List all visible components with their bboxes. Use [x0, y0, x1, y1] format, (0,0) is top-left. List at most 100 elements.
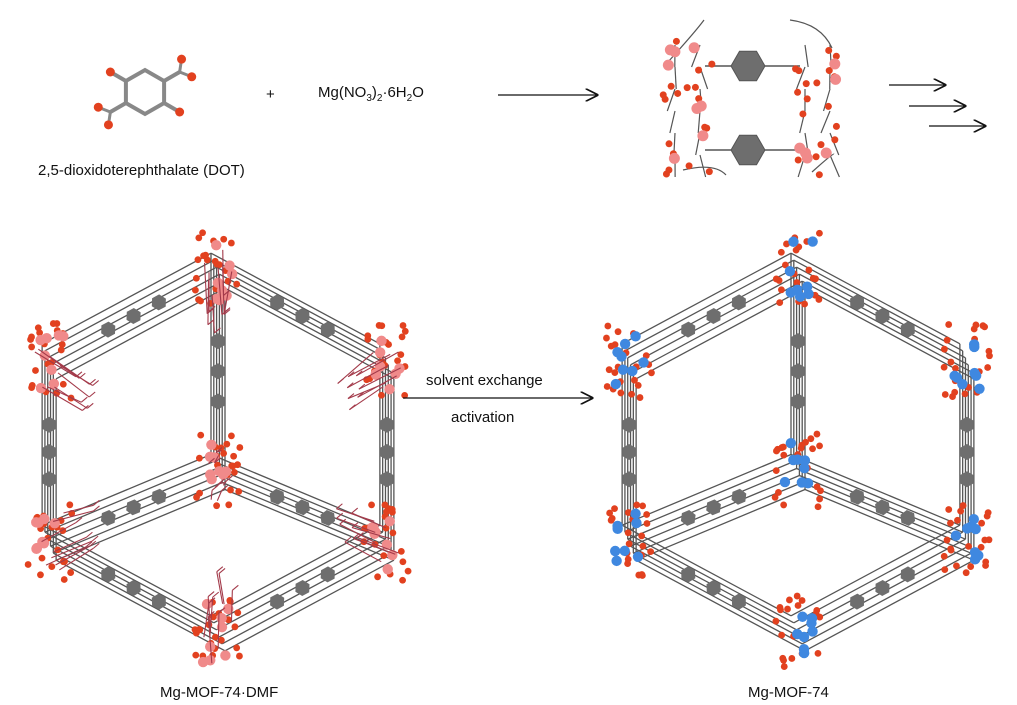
oxygen-atom [389, 529, 397, 537]
oxygen-atom [197, 431, 205, 439]
framework-bond [224, 559, 395, 652]
dmf-molecule [357, 537, 399, 554]
oxygen-atom [57, 346, 65, 354]
oxygen-atom [604, 322, 612, 330]
oxygen-atom [603, 383, 611, 390]
oxygen-atom [816, 495, 823, 503]
oxygen-atom [24, 561, 32, 568]
magnesium-atom [784, 266, 796, 277]
framework-bond [55, 287, 226, 380]
dmf-molecule [51, 540, 93, 559]
benzene-ring [295, 580, 310, 596]
dmf-molecule [216, 571, 224, 604]
oxygen-atom [192, 274, 200, 282]
oxygen-atom [986, 352, 993, 360]
oxygen-atom [234, 609, 242, 617]
oxygen-atom [665, 166, 673, 174]
benzene-ring [379, 416, 394, 433]
dmf-molecule [347, 353, 391, 378]
oxygen-atom [364, 335, 372, 343]
magnesium-atom [638, 357, 649, 368]
magnesium-atom [205, 469, 216, 480]
dmf-molecule [208, 306, 216, 312]
dmf-molecule [207, 280, 210, 325]
oxygen-atom [105, 67, 115, 77]
oxygen-atom [940, 363, 948, 371]
magnesium-atom [688, 42, 700, 54]
oxygen-atom [815, 171, 823, 179]
oxygen-atom [984, 509, 992, 517]
framework-bond [804, 559, 975, 652]
framework-bond [55, 559, 226, 652]
dmf-molecule [218, 567, 226, 574]
magnesium-atom [390, 368, 401, 379]
framework-bond [213, 460, 383, 533]
magnesium-atom [969, 554, 981, 565]
oxygen-atom [780, 451, 788, 459]
dmf-molecule [207, 591, 215, 598]
oxygen-atom [780, 501, 788, 509]
framework-bond [633, 552, 803, 645]
oxygen-atom [211, 633, 219, 641]
benzene-ring [320, 566, 335, 583]
magnesium-atom [31, 543, 42, 555]
oxygen-atom [961, 390, 969, 398]
dmf-molecule [207, 616, 213, 664]
oxygen-atom [194, 256, 202, 264]
magnesium-atom [205, 655, 216, 666]
oxygen-atom [825, 46, 833, 54]
benzene-ring [101, 566, 116, 583]
oxygen-atom [945, 506, 953, 513]
dmf-molecule [55, 545, 91, 566]
oxygen-atom [778, 631, 786, 639]
oxygen-atom [235, 488, 243, 495]
oxygen-atom [984, 364, 992, 371]
oxygen-atom [659, 91, 667, 99]
oxygen-atom [831, 136, 839, 144]
oxygen-atom [798, 597, 806, 604]
framework-bond [674, 66, 677, 90]
magnesium-atom [970, 370, 982, 381]
oxygen-atom [780, 663, 788, 670]
dmf-molecule [349, 386, 384, 411]
oxygen-atom [603, 334, 610, 342]
framework-bond [697, 110, 701, 134]
oxygen-atom [798, 441, 806, 449]
framework-bond [633, 280, 803, 373]
oxygen-atom [799, 110, 807, 118]
framework-bond [44, 259, 215, 352]
oxygen-atom [220, 235, 228, 243]
oxygen-atom [779, 443, 787, 451]
oxygen-atom [814, 503, 822, 511]
solvated-framework-label: Mg-MOF-74·DMF [160, 684, 279, 701]
benzene-ring [151, 593, 166, 610]
benzene-ring [101, 321, 116, 338]
linker-bond [109, 101, 127, 114]
magnesium-atom [619, 338, 631, 350]
framework-bond [621, 252, 792, 345]
dmf-molecule [80, 396, 88, 403]
framework-bond [624, 259, 795, 352]
oxygen-atom [191, 286, 199, 294]
oxygen-atom [397, 547, 405, 555]
metal-salt-formula: Mg(NO3)2·6H2O [318, 84, 424, 104]
oxygen-atom [617, 389, 625, 397]
dmf-molecule [216, 566, 224, 573]
magnesium-atom [806, 617, 817, 629]
magnesium-atom [610, 378, 622, 390]
oxygen-atom [665, 140, 673, 148]
oxygen-atom [28, 381, 36, 389]
oxygen-atom [401, 327, 409, 335]
benzene-ring [320, 510, 336, 526]
oxygen-atom [103, 120, 113, 130]
oxygen-atom [380, 552, 388, 560]
framework-bond [41, 252, 212, 345]
oxygen-atom [982, 558, 990, 566]
oxygen-atom [394, 357, 401, 365]
dmf-molecule [218, 573, 225, 605]
magnesium-atom [38, 538, 50, 549]
magnesium-atom [611, 555, 622, 567]
dmf-molecule [344, 536, 352, 543]
oxygen-atom [611, 369, 619, 377]
oxygen-atom [225, 501, 233, 509]
